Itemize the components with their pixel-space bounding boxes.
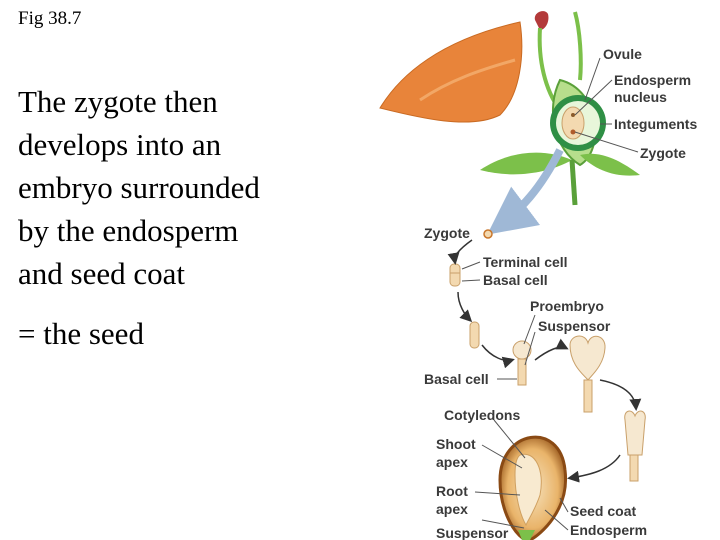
label-root-apex: Root [436,483,468,499]
petal [380,22,522,122]
label-proembryo: Proembryo [530,298,604,314]
ovule-detail [550,95,606,151]
label-basal-cell: Basal cell [424,371,489,387]
label-zygote-top: Zygote [640,145,686,161]
seed [500,437,566,540]
label-endosperm: Endosperm [570,522,647,538]
zygote-cell [484,230,492,238]
label-ovule: Ovule [603,46,642,62]
label-zygote: Zygote [424,225,470,241]
two-cell-embryo [450,264,460,286]
label-seed-coat: Seed coat [570,503,636,519]
stem-top [575,12,581,80]
stigma [535,11,549,30]
torpedo-embryo [625,411,646,481]
heart-embryo [570,336,605,412]
endosperm-nucleus-dot [571,113,575,117]
label-shoot-apex: Shoot [436,436,476,452]
stem [572,160,575,205]
leaf-right [580,154,640,176]
proembryo [513,341,531,385]
label-root-apex: apex [436,501,468,517]
label-suspensor: Suspensor [436,525,509,540]
label-basal-cell: Basal cell [483,272,548,288]
label-terminal-cell: Terminal cell [483,254,568,270]
label-integuments: Integuments [614,116,697,132]
zygote-dot [571,130,576,135]
label-suspensor: Suspensor [538,318,611,334]
label-cotyledons: Cotyledons [444,407,520,423]
label-endosperm-nucleus: Endosperm [614,72,691,88]
label-shoot-apex: apex [436,454,468,470]
early-embryo [470,322,479,348]
label-endosperm-nucleus: nucleus [614,89,667,105]
